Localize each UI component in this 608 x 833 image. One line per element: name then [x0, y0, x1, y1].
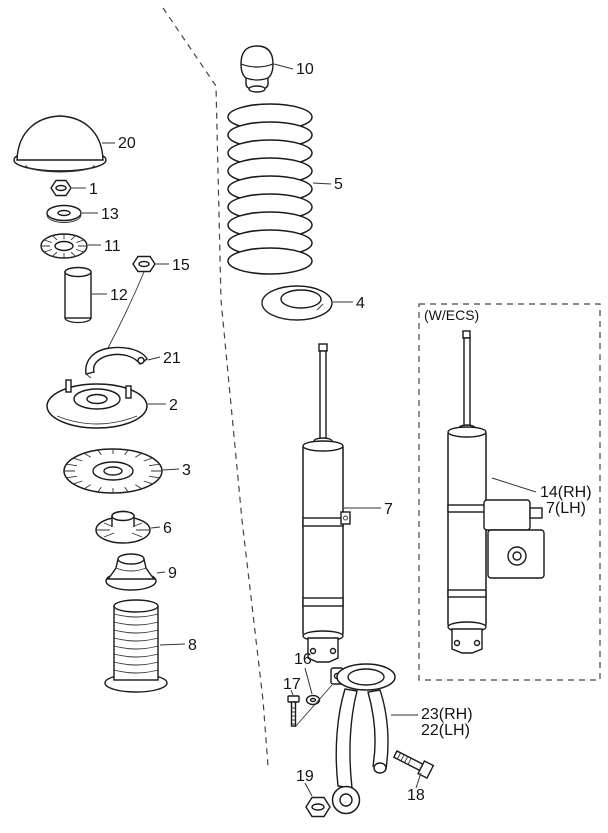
part-12-spacer-tube — [64, 266, 92, 324]
leader-8 — [159, 643, 186, 646]
part-4-spring-pad — [261, 285, 333, 321]
part-1-lock-nut — [50, 179, 72, 197]
part-3-spring-seat — [63, 448, 163, 494]
callout-22lh: 22(LH) — [421, 722, 470, 739]
part-11-strut-bearing — [40, 233, 88, 259]
callout-1: 1 — [89, 181, 98, 198]
part-10-bump-stopper — [240, 45, 274, 93]
callout-6: 6 — [163, 520, 172, 537]
leader-18 — [415, 772, 422, 789]
leader-3 — [162, 468, 180, 471]
leader-6 — [150, 526, 161, 529]
callout-4: 4 — [356, 295, 365, 312]
callout-7: 7 — [384, 501, 393, 518]
callout-10: 10 — [296, 61, 314, 78]
part-8-dust-boot — [104, 599, 168, 693]
leader-9 — [156, 571, 166, 574]
leader-10 — [273, 63, 294, 70]
section-boundary-dashed-line — [162, 7, 269, 767]
part-2-strut-mount — [46, 379, 148, 429]
leader-19 — [304, 782, 313, 797]
callout-20: 20 — [118, 135, 136, 152]
leader-21 — [147, 356, 161, 361]
callout-23rh: 23(RH) — [421, 706, 473, 723]
wecs-option-box — [418, 303, 601, 681]
callout-14rh: 14(RH) — [540, 484, 592, 501]
leader-5 — [312, 182, 332, 185]
callout-13: 13 — [101, 206, 119, 223]
callout-12: 12 — [110, 287, 128, 304]
part-16-washer — [305, 694, 321, 706]
part-22-23-fork-bracket — [330, 663, 396, 815]
part-15-nut — [132, 255, 156, 273]
part-9-bushing — [105, 553, 157, 591]
callout-7lh: 7(LH) — [546, 500, 586, 517]
part-19-nut — [305, 796, 331, 818]
callout-3: 3 — [182, 462, 191, 479]
assembly-line-15-to-21 — [107, 271, 145, 349]
part-17-bolt — [287, 695, 300, 727]
leader-16 — [304, 667, 313, 695]
callout-2: 2 — [169, 397, 178, 414]
callout-9: 9 — [168, 565, 177, 582]
leader-14rh — [491, 477, 537, 493]
callout-21: 21 — [163, 350, 181, 367]
callout-18: 18 — [407, 787, 425, 804]
part-5-coil-spring — [227, 103, 313, 275]
part-13-washer — [46, 204, 82, 223]
callout-19: 19 — [296, 768, 314, 785]
callout-16: 16 — [294, 651, 312, 668]
callout-17: 17 — [283, 676, 301, 693]
callout-11: 11 — [104, 238, 121, 255]
callout-5: 5 — [334, 176, 343, 193]
part-6-stopper-seat — [95, 510, 151, 544]
wecs-box-label: (W/ECS) — [424, 307, 479, 323]
part-7-shock-absorber — [302, 343, 351, 663]
leader-17 — [290, 689, 294, 696]
part-21-bracket — [85, 346, 148, 379]
part-20-dust-cover-cap — [13, 115, 107, 173]
callout-15: 15 — [172, 257, 190, 274]
part-ecs-shock-absorber — [447, 330, 545, 654]
part-18-bolt — [392, 750, 435, 780]
callout-8: 8 — [188, 637, 197, 654]
assembly-line-17-to-fork — [294, 684, 333, 728]
